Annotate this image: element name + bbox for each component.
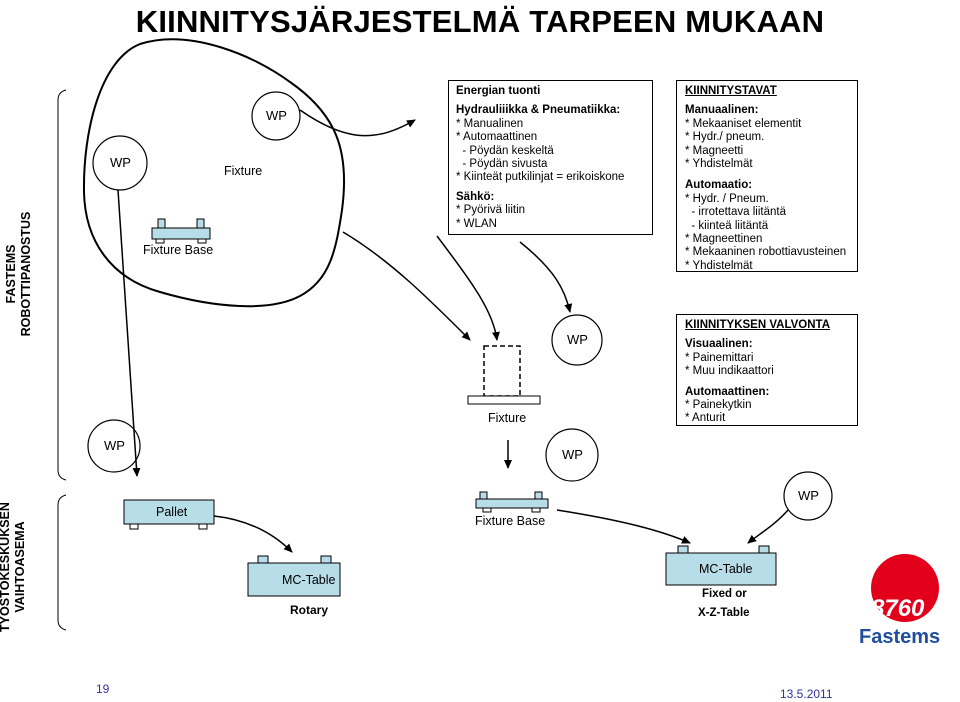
hydr-item: * Automaattinen <box>456 131 538 144</box>
mc-table-label-rotary: MC-Table <box>282 573 336 587</box>
pallet-label: Pallet <box>156 505 188 519</box>
fastems-bracket <box>57 89 67 481</box>
auto-valvonta-item: * Anturit <box>685 412 726 425</box>
sahko-item: * WLAN <box>456 217 497 230</box>
robot-cell-blob <box>82 38 346 308</box>
hydr-item: * Kiinteät putkilinjat = erikoiskone <box>456 171 625 184</box>
mc-table-xz <box>665 552 777 586</box>
energy-heading: Energian tuonti <box>456 85 541 97</box>
wp-circle-bottom-center <box>545 428 599 482</box>
manual-item: * Mekaaniset elementit <box>685 117 802 130</box>
fixed-or-label: Fixed or <box>702 588 747 600</box>
fastems-side-label: FASTEMS ROBOTTIPANOSTUS <box>4 209 34 339</box>
fastems-label-line1: FASTEMS <box>4 244 18 304</box>
auto-item: * Magneettinen <box>685 233 763 246</box>
mc-table-rotary <box>247 562 341 597</box>
hydr-heading: Hydrauliiikka & Pneumatiikka: <box>456 104 621 117</box>
wp-circle-center <box>551 314 603 366</box>
footer-date: 13.5.2011 <box>780 687 833 701</box>
wp-circle-bottom-left <box>87 419 141 473</box>
fastems-logo: 8760 Fastems <box>859 554 940 648</box>
wp-label-center: WP <box>567 332 588 347</box>
mc-table-label-xz: MC-Table <box>699 562 753 576</box>
xz-table-label: X-Z-Table <box>698 607 750 619</box>
visual-item: * Painemittari <box>685 351 754 364</box>
tyo-side-label: TYÖSTÖKESKUKSEN VAIHTOASEMA <box>0 502 28 632</box>
auto-valvonta-heading: Automaattinen: <box>685 385 770 398</box>
kiinnitystavat-panel: KIINNITYSTAVAT Manuaalinen: * Mekaaniset… <box>676 80 858 272</box>
auto-item: * Yhdistelmät <box>685 259 753 272</box>
auto-valvonta-item: * Painekytkin <box>685 399 752 412</box>
rotary-label: Rotary <box>290 603 329 617</box>
pallet-shape <box>123 499 215 525</box>
tyo-label-line1: TYÖSTÖKESKUKSEN <box>0 502 12 632</box>
fixture-label-center: Fixture <box>488 411 527 425</box>
valvonta-heading: KIINNITYKSEN VALVONTA <box>685 319 831 331</box>
manual-item: * Yhdistelmät <box>685 158 753 171</box>
energy-panel: Energian tuonti Hydrauliiikka & Pneumati… <box>448 80 653 235</box>
hydr-item: - Pöydän sivusta <box>456 158 548 171</box>
valvonta-panel: KIINNITYKSEN VALVONTA Visuaalinen: * Pai… <box>676 314 858 426</box>
visual-heading: Visuaalinen: <box>685 338 753 351</box>
fastems-label-line2: ROBOTTIPANOSTUS <box>19 211 33 337</box>
wp-circle-left <box>92 135 148 191</box>
page-number: 19 <box>96 682 110 696</box>
fixture-label-robot: Fixture <box>224 164 263 178</box>
wp-circle-robot <box>251 91 301 141</box>
auto-item: * Hydr. / Pneum. <box>685 192 769 205</box>
fixture-dashed <box>483 345 521 397</box>
manual-item: * Hydr./ pneum. <box>685 131 765 144</box>
wp-label-bottom-center: WP <box>562 447 583 462</box>
wp-label-left: WP <box>110 155 131 170</box>
auto-item: - kiinteä liitäntä <box>685 219 769 232</box>
logo-brand: Fastems <box>859 626 940 648</box>
kiinnitystavat-heading: KIINNITYSTAVAT <box>685 85 777 97</box>
wp-label-robot: WP <box>266 108 287 123</box>
visual-item: * Muu indikaattori <box>685 365 774 378</box>
hydr-item: * Manualinen <box>456 117 524 130</box>
tyo-label-line2: VAIHTOASEMA <box>13 521 27 613</box>
manual-item: * Magneetti <box>685 144 744 157</box>
fixture-base-label-robot: Fixture Base <box>143 243 214 257</box>
tyo-bracket <box>57 494 67 631</box>
logo-number: 8760 <box>871 595 925 622</box>
page-title: KIINNITYSJÄRJESTELMÄ TARPEEN MUKAAN <box>135 4 825 39</box>
auto-item: * Mekaaninen robottiavusteinen <box>685 246 847 259</box>
wp-circle-bottom-right <box>783 471 833 521</box>
auto-item: - irrotettava liitäntä <box>685 206 786 219</box>
wp-label-bottom-right: WP <box>798 488 819 503</box>
wp-label-bottom-left: WP <box>104 438 125 453</box>
manual-heading: Manuaalinen: <box>685 104 759 117</box>
auto-heading: Automaatio: <box>685 179 753 192</box>
sahko-heading: Sähkö: <box>456 190 495 203</box>
sahko-item: * Pyörivä liitin <box>456 204 526 217</box>
hydr-item: - Pöydän keskeltä <box>456 144 554 157</box>
fixture-base-label-bottom: Fixture Base <box>475 514 546 528</box>
